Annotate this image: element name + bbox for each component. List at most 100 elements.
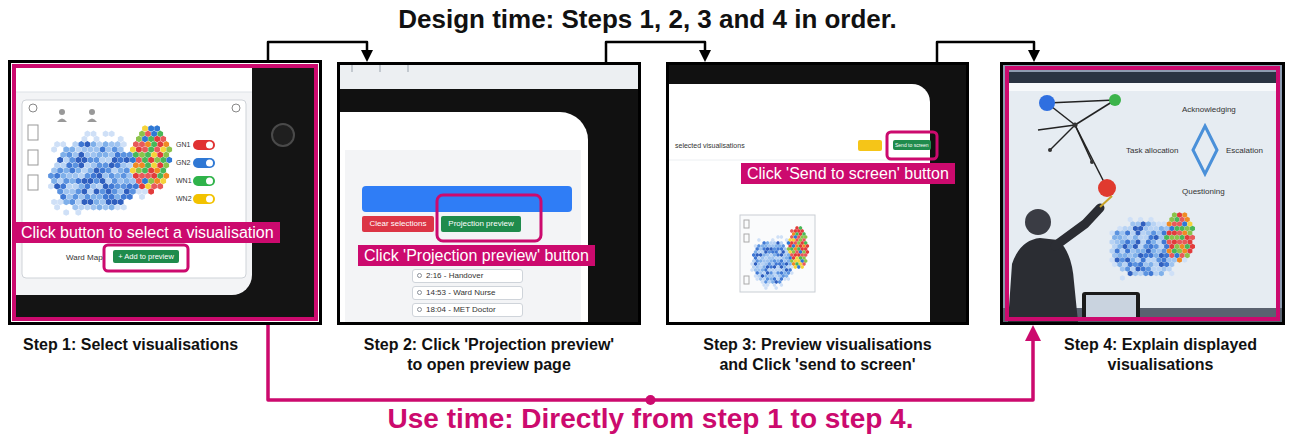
heatmap-cell xyxy=(69,199,75,206)
heatmap-cell xyxy=(1156,221,1161,227)
heatmap-cell xyxy=(1182,221,1187,227)
heatmap-cell xyxy=(139,162,145,169)
heatmap-cell xyxy=(788,256,791,260)
heatmap-cell xyxy=(121,183,127,190)
heatmap-cell xyxy=(72,183,78,190)
heatmap-cell xyxy=(1133,262,1138,268)
heatmap-cell xyxy=(121,141,127,148)
heatmap-cell xyxy=(97,172,103,179)
ui-button: Projection preview xyxy=(441,216,521,232)
heatmap-cell xyxy=(127,183,133,190)
heatmap-cell xyxy=(106,146,112,153)
heatmap-cell xyxy=(766,271,769,275)
heatmap-cell xyxy=(1120,230,1125,236)
heatmap-cell xyxy=(82,188,88,195)
heatmap-cell xyxy=(54,172,60,179)
heatmap-cell xyxy=(1133,253,1138,259)
heatmap-cell xyxy=(136,136,142,143)
heatmap-cell xyxy=(768,244,771,248)
heatmap-cell xyxy=(100,167,106,174)
heatmap-cell xyxy=(797,247,800,251)
heatmap-cell xyxy=(72,141,78,148)
heatmap-cell xyxy=(780,241,783,245)
heatmap-cell xyxy=(54,183,60,190)
person-icon xyxy=(89,109,95,115)
heatmap-cell xyxy=(764,262,767,266)
heatmap-cell xyxy=(769,253,772,257)
heatmap-cell xyxy=(752,253,755,257)
person-icon xyxy=(59,109,65,115)
heatmap-cell xyxy=(1172,257,1177,263)
heatmap-cell xyxy=(151,162,157,169)
heatmap-cell xyxy=(82,157,88,164)
heatmap-cell xyxy=(63,199,69,206)
heatmap-cell xyxy=(766,259,769,263)
heatmap-cell xyxy=(63,167,69,174)
heatmap-cell xyxy=(163,141,169,148)
heatmap-cell xyxy=(1133,235,1138,241)
toggle-switch xyxy=(206,196,213,203)
heatmap-cell xyxy=(1182,239,1187,245)
heatmap-cell xyxy=(60,151,66,158)
heatmap-cell xyxy=(130,188,136,195)
toggle-switch xyxy=(206,142,213,149)
toggle-switch xyxy=(193,194,215,204)
heatmap-cell xyxy=(1177,230,1182,236)
heatmap-cell xyxy=(1112,244,1117,250)
heatmap-cell xyxy=(1159,235,1164,241)
timeline-text: 14:53 - Ward Nurse xyxy=(426,287,522,299)
heatmap-cell xyxy=(97,162,103,169)
heatmap-cell xyxy=(130,157,136,164)
heatmap-cell xyxy=(1136,230,1141,236)
heatmap-cell xyxy=(148,167,154,174)
screen-label: Task allocation xyxy=(1126,145,1178,156)
heatmap-cell xyxy=(106,167,112,174)
heatmap-cell xyxy=(51,167,57,174)
heatmap-cell xyxy=(1149,235,1154,241)
heatmap-hexagons xyxy=(1110,212,1195,281)
heatmap-cell xyxy=(1143,244,1148,250)
heatmap-cell xyxy=(797,229,800,233)
heatmap-cell xyxy=(1149,226,1154,232)
heatmap-cell xyxy=(1177,239,1182,245)
heatmap-cell xyxy=(72,204,78,211)
heatmap-cell xyxy=(761,262,764,266)
heatmap-cell xyxy=(1149,217,1154,223)
heatmap-cell xyxy=(1110,248,1115,254)
heatmap-cell xyxy=(799,238,802,242)
heatmap-cell xyxy=(85,183,91,190)
heatmap-cell xyxy=(778,244,781,248)
heatmap-cell xyxy=(166,157,172,164)
diagram-title: Design time: Steps 1, 2, 3 and 4 in orde… xyxy=(0,4,1295,34)
heatmap-cell xyxy=(1130,266,1135,272)
heatmap-cell xyxy=(1112,253,1117,259)
screenshot-panel: Step 3: Preview visualisations and Click… xyxy=(666,62,969,325)
heatmap-cell xyxy=(72,193,78,200)
heatmap-cell xyxy=(154,136,160,143)
heatmap-cell xyxy=(801,235,804,239)
heatmap-cell xyxy=(118,157,124,164)
network-link xyxy=(1075,125,1107,188)
heatmap-cell xyxy=(785,262,788,266)
network-link xyxy=(1075,100,1115,125)
heatmap-cell xyxy=(57,167,63,174)
heatmap-cell xyxy=(1123,262,1128,268)
heatmap-cell xyxy=(1143,235,1148,241)
heatmap-cell xyxy=(69,178,75,185)
heatmap-cell xyxy=(794,265,797,269)
heatmap-cell xyxy=(1141,266,1146,272)
heatmap-cell xyxy=(1167,239,1172,245)
highlight-frame xyxy=(104,245,188,271)
heatmap-cell xyxy=(783,247,786,251)
heatmap-cell xyxy=(764,268,767,272)
heatmap-cell xyxy=(1146,239,1151,245)
bed-icon xyxy=(28,175,38,190)
heatmap-cell xyxy=(775,286,778,290)
heatmap-cell xyxy=(768,256,771,260)
heatmap-cell xyxy=(1162,230,1167,236)
screen-label: Ward Map xyxy=(66,252,103,263)
screen-label: WN2 xyxy=(176,194,192,204)
heatmap-cell xyxy=(1149,244,1154,250)
heatmap-cell xyxy=(768,280,771,284)
